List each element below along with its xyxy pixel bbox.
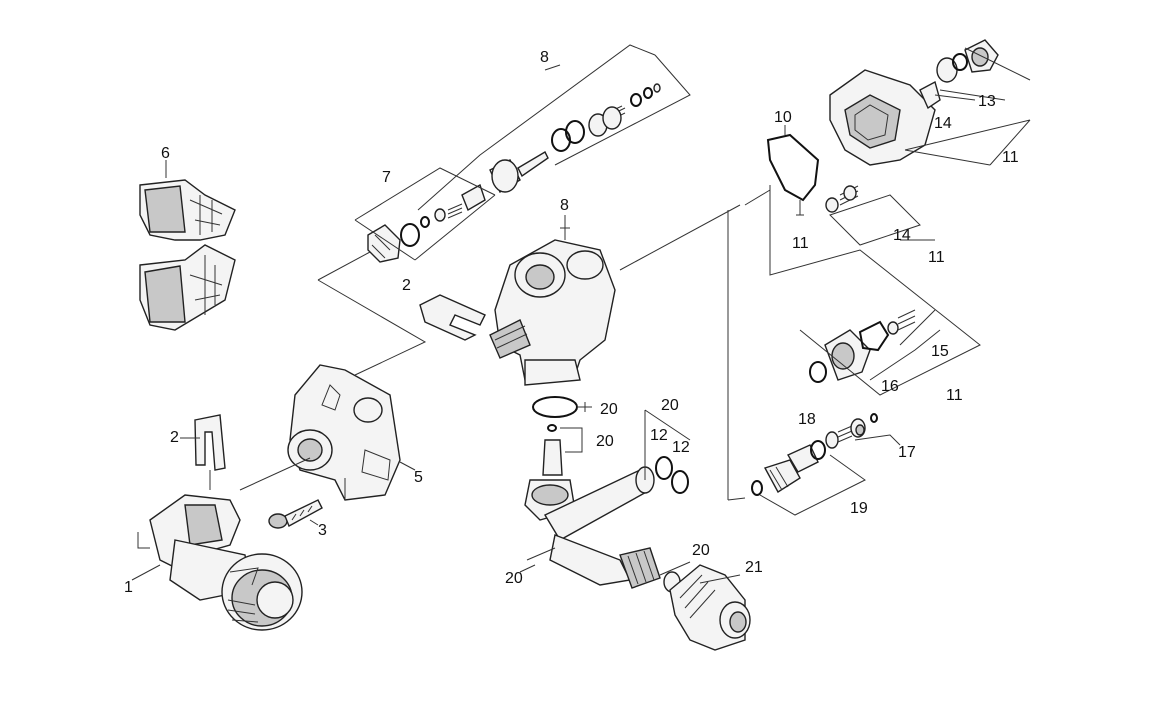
callout-8-mid: 8 [560, 197, 569, 214]
part-21-hose-connector [669, 564, 751, 651]
callout-14-mid: 14 [893, 227, 911, 244]
callout-5: 5 [414, 469, 423, 486]
callout-14-top: 14 [934, 115, 952, 132]
part-6-bracket-pair [139, 179, 236, 331]
part-3-screw [268, 499, 323, 529]
part-13-14-caps [936, 39, 999, 83]
callout-16: 16 [881, 378, 899, 395]
callout-3: 3 [318, 522, 327, 539]
callout-15: 15 [931, 343, 949, 360]
callout-11-top: 11 [1002, 149, 1019, 166]
part-5-pump-head [287, 364, 401, 501]
callout-20-upper-right: 20 [661, 397, 679, 414]
leader-lines [131, 44, 1031, 584]
part-2-clip-lower [194, 414, 226, 471]
central-pump-housing [489, 239, 616, 386]
callout-2-lower: 2 [170, 429, 179, 446]
callout-6: 6 [161, 145, 170, 162]
callout-11-mid: 11 [928, 249, 945, 266]
part-14-springs-mid [825, 185, 859, 213]
part-8-piston-stack [489, 83, 661, 194]
callout-1: 1 [124, 579, 133, 596]
callout-20-stem: 20 [596, 433, 614, 450]
part-10-gasket [766, 133, 820, 202]
callout-13: 13 [978, 93, 996, 110]
callout-20-ring: 20 [600, 401, 618, 418]
part-17-18-fittings [850, 413, 878, 438]
callout-18: 18 [798, 411, 816, 428]
callout-19: 19 [850, 500, 868, 517]
part-19-valve-stem [751, 425, 853, 496]
callout-7: 7 [382, 169, 391, 186]
callout-8-top: 8 [540, 49, 549, 66]
callout-12-left: 12 [650, 427, 668, 444]
callout-11-gasket: 11 [792, 235, 809, 252]
callout-2-upper: 2 [402, 277, 411, 294]
part-16-valve-body [809, 309, 916, 383]
callout-labels: 1 2 2 3 5 6 7 8 8 10 11 11 11 11 12 12 1… [124, 49, 1019, 596]
part-2-clip-upper [419, 294, 486, 341]
callout-12-right: 12 [672, 439, 690, 456]
part-11-valve-cover [829, 69, 941, 166]
callout-21: 21 [745, 559, 763, 576]
part-1-inlet-housing [137, 494, 303, 631]
callout-20-bottom-right: 20 [692, 542, 710, 559]
callout-20-bottom-left: 20 [505, 570, 523, 587]
callout-11-lower: 11 [946, 387, 963, 404]
callout-10: 10 [774, 109, 792, 126]
callout-17: 17 [898, 444, 916, 461]
